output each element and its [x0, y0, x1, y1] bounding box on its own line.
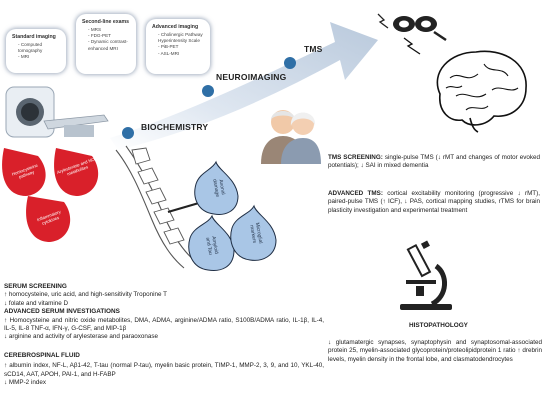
- tms-screening-body: single-pulse TMS (↓ rMT and changes of m…: [328, 154, 541, 170]
- card-item: MRS: [88, 27, 130, 33]
- csf-line2: ↓ MMP-2 index: [4, 379, 46, 387]
- tms-coil-icon: [377, 13, 447, 42]
- serum-screening-title: SERUM SCREENING: [4, 283, 67, 290]
- card-item: MRI: [18, 54, 60, 60]
- csf-title: CEREBROSPINAL FLUID: [4, 352, 80, 359]
- card-standard-imaging: Standard imaging Computed tomography MRI: [6, 29, 66, 73]
- advanced-tms-body: cortical excitability monitoring (progre…: [328, 190, 541, 214]
- lightning-icon: [403, 37, 421, 55]
- card-item: FDG-PET: [88, 33, 130, 39]
- advanced-serum-title: ADVANCED SERUM INVESTIGATIONS: [4, 308, 120, 316]
- advanced-serum-line2: ↓ arginine and activity of arylesterase …: [4, 333, 159, 341]
- card-item: Cholinergic Pathway Hyperintensity Scale: [158, 32, 204, 44]
- serum-section: SERUM SCREENING ↑ homocysteine, uric aci…: [4, 283, 324, 341]
- card-item: Computed tomography: [18, 42, 60, 54]
- brain-icon: [436, 50, 527, 133]
- stage-tms: TMS: [304, 44, 323, 54]
- card-item: ASL-MRI: [158, 51, 204, 57]
- neuroimaging-dot: [202, 85, 214, 97]
- advanced-serum-text: ↑ Homocysteine and nitric oxide metaboli…: [4, 316, 324, 332]
- card-title: Second-line exams: [82, 19, 129, 25]
- microscope-icon: [400, 240, 452, 310]
- stage-neuroimaging: NEUROIMAGING: [216, 72, 287, 82]
- stage-biochemistry: BIOCHEMISTRY: [141, 122, 209, 132]
- card-item: PiB-PET: [158, 44, 204, 50]
- card-second-line-exams: Second-line exams MRS FDG-PET Dynamic co…: [76, 14, 136, 74]
- advanced-tms-text: ADVANCED TMS: cortical excitability moni…: [328, 190, 540, 215]
- card-advanced-imaging: Advanced imaging Cholinergic Pathway Hyp…: [146, 19, 210, 74]
- tms-screening-title: TMS SCREENING:: [328, 154, 383, 161]
- tms-dot: [284, 57, 296, 69]
- card-title: Advanced imaging: [152, 24, 199, 30]
- biochemistry-dot: [122, 127, 134, 139]
- serum-screening-line: ↓ folate and vitamine D: [4, 299, 69, 307]
- csf-text: ↑ albumin index, NF-L, Aβ1-42, T-tau (no…: [4, 362, 324, 378]
- elderly-couple-icon: [261, 110, 321, 164]
- mri-scanner-icon: [5, 86, 109, 138]
- histopathology-text: ↓ glutamatergic synapses, synaptophysin …: [328, 339, 542, 363]
- histopathology-title: HISTOPATHOLOGY: [409, 322, 468, 329]
- advanced-tms-title: ADVANCED TMS:: [328, 190, 383, 197]
- tms-screening-text: TMS SCREENING: single-pulse TMS (↓ rMT a…: [328, 154, 540, 171]
- csf-section: CEREBROSPINAL FLUID ↑ albumin index, NF-…: [4, 352, 324, 387]
- card-item: Dynamic contrast-enhanced MRI: [88, 39, 130, 51]
- card-title: Standard imaging: [12, 34, 56, 40]
- serum-screening-line: ↑ homocysteine, uric acid, and high-sens…: [4, 291, 167, 299]
